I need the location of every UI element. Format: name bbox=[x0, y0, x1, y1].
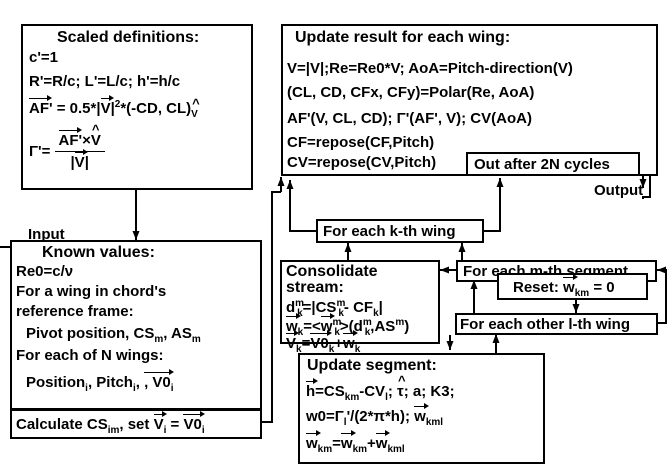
known-line-2: For a wing in chord's bbox=[16, 283, 167, 300]
out-after-cycles-box: Out after 2N cycles bbox=[466, 152, 640, 176]
af-tail-text: *(-CD, CL) bbox=[120, 100, 192, 117]
for-each-l-wing-box: For each other l-th wing bbox=[455, 313, 658, 335]
known-line-4: Pivot position, CSm, ASm bbox=[26, 325, 201, 345]
out-after-cycles-label: Out after 2N cycles bbox=[474, 156, 610, 173]
calc-v-vector: V bbox=[153, 411, 167, 433]
af-bar: | bbox=[110, 100, 115, 117]
known-values-box: Known values: Re0=c/ν For a wing in chor… bbox=[10, 240, 262, 410]
known-line-5: For each of N wings: bbox=[16, 347, 164, 364]
scaled-def-gamma-formula: Γ'= AF'×V |V| bbox=[29, 121, 105, 172]
known-pivot-sub: m bbox=[154, 334, 164, 345]
known-as-sub: m bbox=[191, 334, 201, 345]
known-line-1: Re0=c/ν bbox=[16, 263, 74, 280]
calculate-box: Calculate CSim, set Vi = V0i bbox=[10, 409, 262, 439]
reset-sub: km bbox=[574, 288, 590, 299]
v-vector: V bbox=[100, 95, 114, 117]
known-line-6: Positioni, Pitchi, , V0i bbox=[26, 369, 174, 394]
consolidate-line-1: dmk=|CSmk- CFk| bbox=[286, 298, 383, 319]
scaled-def-line-1: c'=1 bbox=[29, 49, 59, 66]
consolidate-title-1: Consolidate bbox=[286, 263, 378, 280]
calculate-label: Calculate CSim, set Vi = V0i bbox=[16, 411, 206, 436]
af-mid-text: ' = 0.5*| bbox=[49, 100, 101, 117]
update-segment-box: Update segment: h=CSkm-CVl; τ; a; K3; w0… bbox=[298, 353, 545, 464]
reset-tail: = 0 bbox=[589, 279, 615, 296]
scaled-definitions-title: Scaled definitions: bbox=[57, 29, 200, 46]
known-pitch-text: , Pitch bbox=[87, 374, 133, 391]
known-position-text: Position bbox=[26, 374, 86, 391]
reset-box: Reset: wkm = 0 bbox=[497, 273, 648, 300]
consolidate-line-2: wk=<wmk>(dmk,ASm) bbox=[286, 313, 410, 338]
reset-label: Reset: wkm = 0 bbox=[513, 274, 615, 299]
calc-eq: = bbox=[166, 416, 184, 433]
update-result-title: Update result for each wing: bbox=[295, 29, 511, 46]
input-label: Input bbox=[28, 226, 65, 243]
gamma-lhs: Γ'= bbox=[29, 143, 51, 160]
segment-line-3: wkm=wkm+wkml bbox=[306, 430, 405, 455]
for-each-k-wing-label: For each k-th wing bbox=[323, 223, 456, 240]
consolidate-line-3: Vk=V0k+wk bbox=[286, 330, 361, 355]
update-line-5: CV=repose(CV,Pitch) bbox=[287, 154, 437, 171]
gamma-times: '× bbox=[78, 132, 91, 149]
calc-text: Calculate CS bbox=[16, 416, 108, 433]
scaled-definitions-box: Scaled definitions: c'=1 R'=R/c; L'=L/c;… bbox=[21, 24, 253, 190]
for-each-k-wing-box: For each k-th wing bbox=[316, 219, 484, 243]
update-line-3: AF'(V, CL, CD); Γ'(AF', V); CV(AoA) bbox=[287, 110, 532, 127]
calc-v0-vector: V0 bbox=[183, 411, 206, 433]
known-as-text: , AS bbox=[163, 325, 192, 342]
gamma-af-vector: AF bbox=[58, 127, 82, 149]
scaled-def-line-2: R'=R/c; L'=L/c; h'=h/c bbox=[29, 73, 181, 90]
known-values-title: Known values: bbox=[42, 244, 155, 261]
scaled-def-af-formula: AF' = 0.5*|V|2*(-CD, CL)V bbox=[29, 95, 198, 120]
segment-line-2: w0=Γl'/(2*π*h); wkml bbox=[306, 403, 444, 428]
af-vector: AF bbox=[29, 95, 52, 117]
output-label: Output bbox=[594, 182, 644, 199]
update-line-2: (CL, CD, CFx, CFy)=Polar(Re, AoA) bbox=[287, 84, 535, 101]
consolidate-stream-box: Consolidate stream: dmk=|CSmk- CFk| wk=<… bbox=[280, 260, 440, 355]
update-line-4: CF=repose(CF,Pitch) bbox=[287, 134, 435, 151]
segment-line-1: h=CSkm-CVl; τ; a; K3; bbox=[306, 372, 455, 403]
gamma-fraction: AF'×V |V| bbox=[54, 121, 105, 172]
gamma-v-hat: V bbox=[91, 121, 101, 150]
update-segment-title: Update segment: bbox=[307, 357, 437, 374]
known-line-3: reference frame: bbox=[16, 303, 134, 320]
calc-set-text: , set bbox=[119, 416, 154, 433]
known-pivot-text: Pivot position, CS bbox=[26, 325, 155, 342]
for-each-l-wing-label: For each other l-th wing bbox=[460, 316, 631, 333]
update-result-box: Update result for each wing: V=|V|;Re=Re… bbox=[281, 24, 658, 176]
consolidate-title-2: stream: bbox=[286, 279, 344, 296]
calc-sub: im bbox=[107, 425, 120, 436]
gamma-den-vector: V bbox=[74, 149, 88, 171]
update-line-1: V=|V|;Re=Re0*V; AoA=Pitch-direction(V) bbox=[287, 60, 573, 77]
known-v0-vector: , V0 bbox=[144, 369, 174, 391]
